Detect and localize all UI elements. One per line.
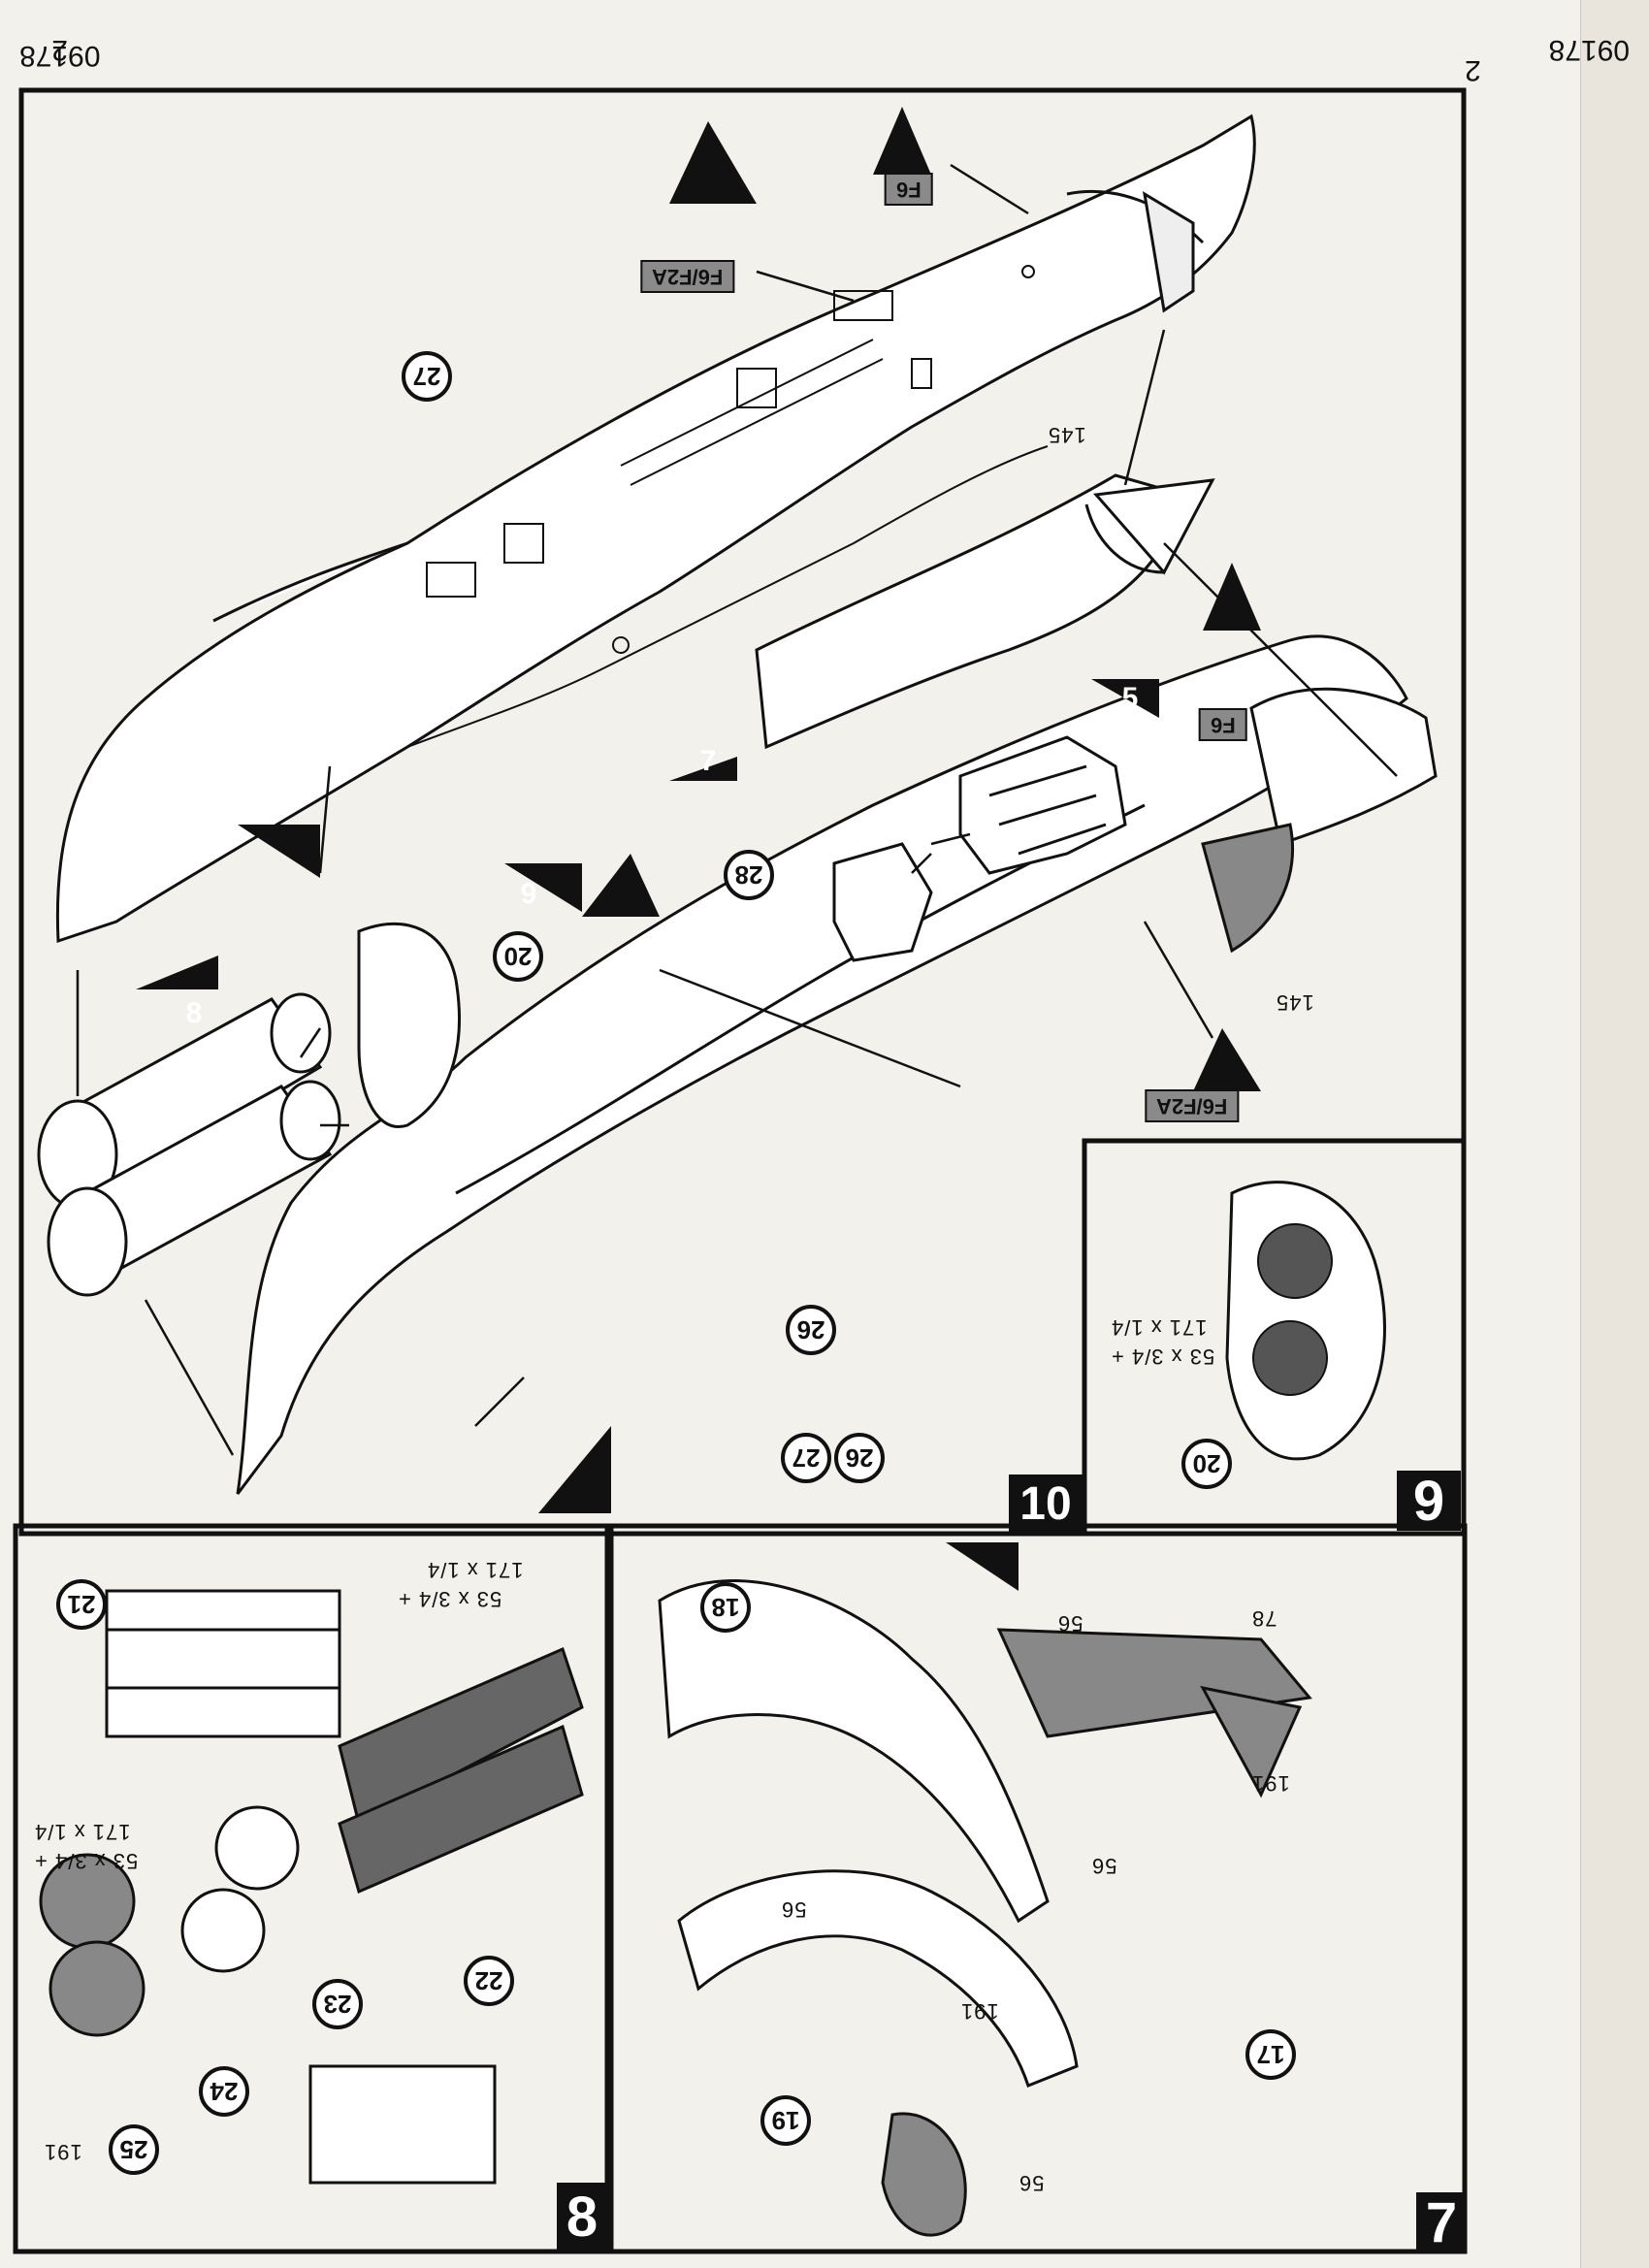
tag-f6-top: F6 xyxy=(885,173,933,206)
tag-f6-mid: F6 xyxy=(1199,708,1247,741)
mix-171-step8-b: 171 x 1/4 xyxy=(34,1820,131,1844)
header-callout-27: 27 xyxy=(781,1433,831,1483)
glue-triangles xyxy=(136,107,1261,1591)
page-number: 2 xyxy=(1465,54,1481,86)
mix-171-step9: 171 x 1/4 xyxy=(1111,1315,1208,1340)
mix-53-step8-a: 53 x 3/4 + xyxy=(398,1587,502,1611)
fuselage-details xyxy=(406,265,1049,748)
callout-25: 25 xyxy=(109,2124,159,2175)
mix-53-step9: 53 x 3/4 + xyxy=(1111,1345,1215,1369)
intake-part xyxy=(755,473,1185,750)
callout-20-step9: 20 xyxy=(1181,1439,1232,1489)
label-78: 78 xyxy=(1251,1606,1277,1631)
burner-discs xyxy=(1252,1223,1333,1396)
catalog-number: 09178 xyxy=(19,40,101,72)
step-10-number-text: 10 xyxy=(1019,1477,1072,1530)
tag-f6f2a-mid: F6/F2A xyxy=(1145,1089,1240,1122)
step-10-arrows xyxy=(76,163,1398,1456)
step-10-frame xyxy=(18,87,1467,1537)
ref-step-9: 9 xyxy=(520,878,537,910)
callout-28: 28 xyxy=(724,850,774,900)
mix-171-step8-a: 171 x 1/4 xyxy=(427,1558,524,1582)
mix-53-step8-b: 53 x 3/4 + xyxy=(34,1849,139,1873)
step-10-number: 10 xyxy=(1009,1474,1083,1533)
callout-18: 18 xyxy=(700,1582,751,1633)
step-8-number-text: 8 xyxy=(566,2185,598,2249)
callout-20-step10: 20 xyxy=(493,931,543,982)
paper-edge xyxy=(1580,0,1649,2268)
callout-19: 19 xyxy=(760,2095,811,2146)
callout-22: 22 xyxy=(464,1956,514,2006)
callout-21: 21 xyxy=(56,1579,107,1630)
label-145-top: 145 xyxy=(1048,423,1086,447)
step-8-parts xyxy=(39,1589,584,2185)
label-191-b: 191 xyxy=(960,1999,999,2024)
callout-23: 23 xyxy=(312,1979,363,2029)
label-145-side: 145 xyxy=(1276,990,1314,1015)
callout-27: 27 xyxy=(402,351,452,402)
seat-28 xyxy=(832,842,933,962)
header-callout-26: 26 xyxy=(834,1433,885,1483)
step-8-frame xyxy=(13,1523,610,2254)
assembly-drawing xyxy=(13,87,1468,2254)
bulkhead-20-10 xyxy=(357,922,461,1128)
ref-step-5: 5 xyxy=(1121,682,1139,714)
nose-cone xyxy=(1084,478,1215,575)
label-56-a: 56 xyxy=(1057,1611,1083,1636)
fuselage-lower-rear xyxy=(1201,687,1438,954)
step-9-number: 9 xyxy=(1397,1469,1461,1533)
step-7-number: 7 xyxy=(1416,2190,1467,2254)
ref-step-6: 6 xyxy=(1000,1829,1018,1861)
step-7-parts xyxy=(658,1579,1312,2237)
callout-17: 17 xyxy=(1245,2029,1296,2080)
label-56-c: 56 xyxy=(1091,1854,1117,1878)
step-7-number-text: 7 xyxy=(1425,2190,1458,2254)
callout-24: 24 xyxy=(199,2066,249,2117)
ref-step-8: 8 xyxy=(185,997,203,1029)
label-56-d: 56 xyxy=(1018,2171,1045,2195)
cockpit-tub xyxy=(958,735,1127,875)
step-9-frame xyxy=(1082,1138,1467,1537)
label-191-a: 191 xyxy=(1251,1771,1290,1796)
nozzles-10 xyxy=(37,992,341,1297)
bulkhead-20-step9 xyxy=(1225,1181,1386,1461)
label-191-step8: 191 xyxy=(44,2140,82,2164)
tag-f6f2a-top: F6/F2A xyxy=(640,260,735,293)
callout-26: 26 xyxy=(786,1305,836,1355)
ref-step-7: 7 xyxy=(699,745,717,777)
step-8-number: 8 xyxy=(557,2183,607,2251)
step-9-number-text: 9 xyxy=(1412,1469,1445,1533)
fuselage-upper-27 xyxy=(55,113,1256,944)
label-56-b: 56 xyxy=(781,1897,807,1922)
